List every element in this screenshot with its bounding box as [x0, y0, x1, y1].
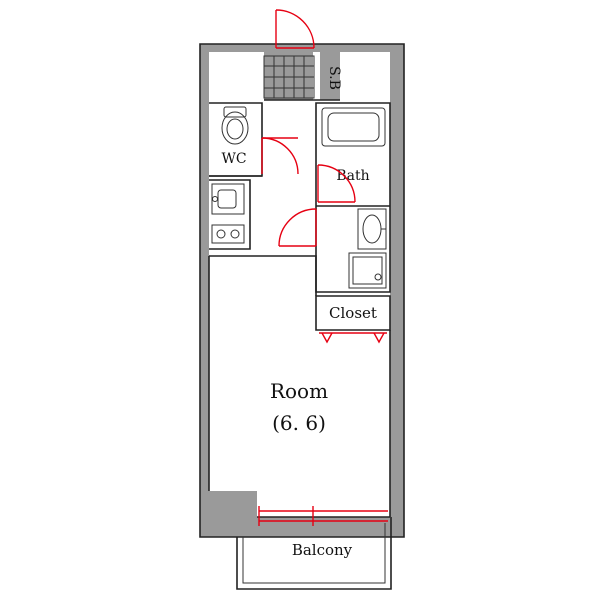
outer-wall-shape [200, 44, 404, 537]
interior-walls [208, 99, 391, 518]
room-label: Room [270, 379, 328, 403]
balcony-outline [236, 517, 392, 590]
bath-door [317, 164, 356, 203]
corridor-door [278, 208, 317, 247]
entrance-door [275, 9, 315, 49]
bath-label: Bath [336, 168, 369, 184]
wc-label: WC [221, 151, 246, 167]
wc-door [261, 137, 299, 175]
closet-label: Closet [329, 304, 377, 322]
stove-icon [211, 224, 245, 244]
toilet-icon [221, 106, 249, 145]
room-size-label: (6. 6) [272, 411, 326, 435]
shoe-box-grid [263, 55, 315, 99]
balcony-label: Balcony [292, 541, 353, 559]
shoe-box-label: S.B [326, 66, 342, 90]
washbasin-icon [357, 208, 387, 250]
kitchen-sink-icon [211, 183, 245, 215]
balcony-window [258, 506, 388, 526]
bathtub-icon [321, 107, 386, 147]
closet-doors [319, 332, 387, 344]
outer-walls [199, 43, 405, 538]
washer-icon [348, 252, 387, 289]
